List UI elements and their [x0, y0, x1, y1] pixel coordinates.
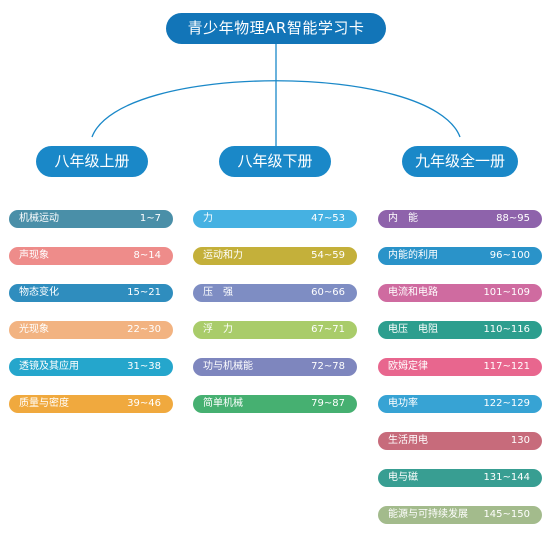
chapter-item[interactable]: 电功率 122~129 [378, 395, 542, 413]
chapter-label: 电功率 [388, 398, 418, 409]
chapter-pages: 8~14 [133, 250, 161, 261]
chapter-label: 内 能 [388, 213, 418, 224]
chapter-item[interactable]: 电压 电阻 110~116 [378, 321, 542, 339]
chapter-item[interactable]: 能源与可持续发展 145~150 [378, 506, 542, 524]
chapter-item[interactable]: 内 能 88~95 [378, 210, 542, 228]
chapter-pages: 47~53 [311, 213, 345, 224]
chapter-label: 力 [203, 213, 213, 224]
chapter-item[interactable]: 透镜及其应用 31~38 [9, 358, 173, 376]
chapter-item[interactable]: 物态变化 15~21 [9, 284, 173, 302]
column-grade9: 内 能 88~95 内能的利用 96~100 电流和电路 101~109 电压 电阻 1… [378, 210, 542, 543]
heading-grade8-vol1: 八年级上册 [36, 146, 148, 177]
chapter-item[interactable]: 光现象 22~30 [9, 321, 173, 339]
chapter-pages: 131~144 [483, 472, 530, 483]
chapter-item[interactable]: 浮 力 67~71 [193, 321, 357, 339]
chapter-label: 声现象 [19, 250, 49, 261]
chapter-pages: 110~116 [483, 324, 530, 335]
chapter-item[interactable]: 电与磁 131~144 [378, 469, 542, 487]
column-grade8-vol1: 机械运动 1~7 声现象 8~14 物态变化 15~21 光现象 22~30 透镜及其应… [9, 210, 173, 432]
chapter-label: 运动和力 [203, 250, 243, 261]
chapter-pages: 96~100 [489, 250, 530, 261]
chapter-pages: 60~66 [311, 287, 345, 298]
chapter-label: 欧姆定律 [388, 361, 428, 372]
chapter-pages: 39~46 [127, 398, 161, 409]
chapter-pages: 15~21 [127, 287, 161, 298]
chapter-pages: 72~78 [311, 361, 345, 372]
chapter-label: 透镜及其应用 [19, 361, 79, 372]
heading-grade8-vol2: 八年级下册 [219, 146, 331, 177]
chapter-pages: 79~87 [311, 398, 345, 409]
chapter-item[interactable]: 压 强 60~66 [193, 284, 357, 302]
chapter-item[interactable]: 简单机械 79~87 [193, 395, 357, 413]
chapter-pages: 54~59 [311, 250, 345, 261]
chapter-label: 电流和电路 [388, 287, 438, 298]
chapter-item[interactable]: 电流和电路 101~109 [378, 284, 542, 302]
chapter-label: 功与机械能 [203, 361, 253, 372]
chapter-pages: 31~38 [127, 361, 161, 372]
chapter-label: 能源与可持续发展 [388, 509, 468, 520]
page-title: 青少年物理AR智能学习卡 [166, 13, 386, 44]
chapter-pages: 88~95 [496, 213, 530, 224]
chapter-item[interactable]: 欧姆定律 117~121 [378, 358, 542, 376]
chapter-label: 物态变化 [19, 287, 59, 298]
chapter-item[interactable]: 功与机械能 72~78 [193, 358, 357, 376]
chapter-item[interactable]: 生活用电 130 [378, 432, 542, 450]
heading-grade9: 九年级全一册 [402, 146, 518, 177]
chapter-pages: 67~71 [311, 324, 345, 335]
chapter-label: 电压 电阻 [388, 324, 438, 335]
chapter-label: 生活用电 [388, 435, 428, 446]
chapter-item[interactable]: 运动和力 54~59 [193, 247, 357, 265]
chapter-label: 质量与密度 [19, 398, 69, 409]
chapter-pages: 22~30 [127, 324, 161, 335]
chapter-label: 简单机械 [203, 398, 243, 409]
chapter-item[interactable]: 内能的利用 96~100 [378, 247, 542, 265]
branch-arc [91, 80, 461, 138]
chapter-label: 电与磁 [388, 472, 418, 483]
chapter-label: 机械运动 [19, 213, 59, 224]
chapter-label: 光现象 [19, 324, 49, 335]
chapter-pages: 1~7 [139, 213, 161, 224]
chapter-label: 浮 力 [203, 324, 233, 335]
chapter-item[interactable]: 质量与密度 39~46 [9, 395, 173, 413]
chapter-item[interactable]: 声现象 8~14 [9, 247, 173, 265]
chapter-pages: 117~121 [483, 361, 530, 372]
chapter-pages: 101~109 [483, 287, 530, 298]
chapter-pages: 122~129 [483, 398, 530, 409]
chapter-label: 内能的利用 [388, 250, 438, 261]
chapter-pages: 145~150 [483, 509, 530, 520]
chapter-pages: 130 [510, 435, 530, 446]
chapter-item[interactable]: 力 47~53 [193, 210, 357, 228]
column-grade8-vol2: 力 47~53 运动和力 54~59 压 强 60~66 浮 力 67~71 功与机械能… [193, 210, 357, 432]
chapter-label: 压 强 [203, 287, 233, 298]
chapter-item[interactable]: 机械运动 1~7 [9, 210, 173, 228]
